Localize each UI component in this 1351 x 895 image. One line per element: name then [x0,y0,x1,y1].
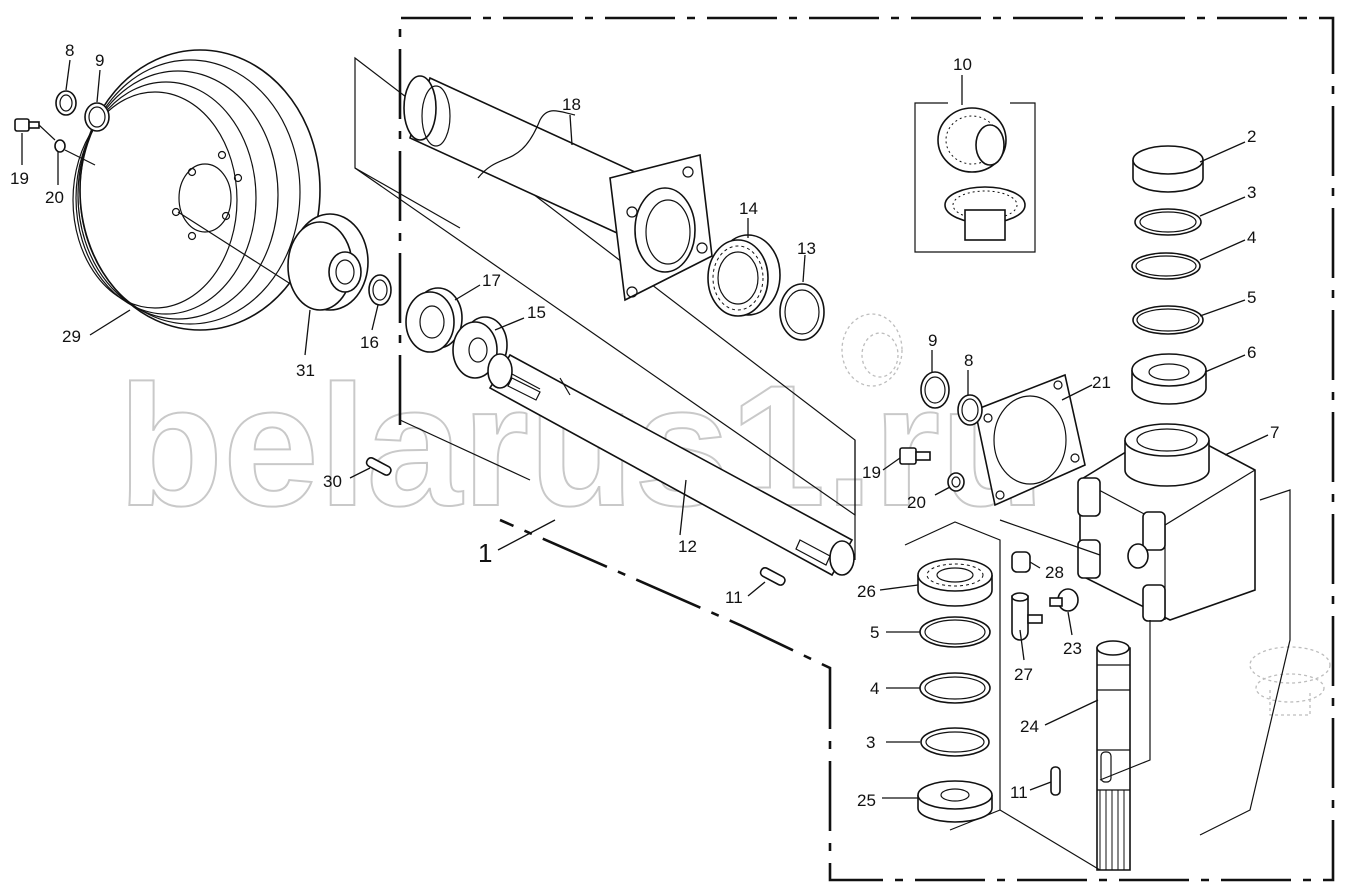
lower-ring-stack [904,521,1001,831]
callout-9-right: 9 [928,331,937,350]
key-30 [365,456,392,476]
callout-20-right: 20 [907,493,926,512]
leader-lines [21,59,1269,799]
gasket-21 [974,373,1086,507]
callout-12: 12 [678,537,697,556]
bearing-17 [405,287,463,353]
ghost-bevel-gear-lower [1249,646,1331,716]
bearing-14 [707,234,781,317]
shaft-housing-tube [403,75,713,302]
right-ring-stack [1131,145,1207,405]
callout-11-vertical: 11 [1010,783,1028,802]
callout-4-lower: 4 [870,679,879,698]
right-circlip-and-ring [920,371,983,426]
callout-16: 16 [360,333,379,352]
housing-outline-plane [999,489,1291,871]
callout-9-left: 9 [95,51,104,70]
callout-19-left: 19 [10,169,29,188]
callout-23: 23 [1063,639,1082,658]
right-bolt-and-washer [899,447,965,492]
callout-2: 2 [1247,127,1256,146]
callout-4-upper: 4 [1247,228,1256,247]
ring-13 [779,283,825,341]
drive-pulley [72,49,321,331]
callout-5-upper: 5 [1247,288,1256,307]
callout-3-lower: 3 [866,733,875,752]
key-11-shaft [759,566,786,586]
callout-8-right: 8 [964,351,973,370]
callout-29: 29 [62,327,81,346]
callout-18: 18 [562,95,581,114]
main-shaft [487,353,855,577]
callout-1: 1 [478,538,492,568]
gearbox-housing [1077,423,1256,622]
watermark-text: belarus1.ru [118,350,1045,542]
callout-19-right: 19 [862,463,881,482]
left-bolt-and-washer [14,118,96,166]
callout-30: 30 [323,472,342,491]
pulley-to-hub-axis [354,167,531,481]
ring-16 [368,274,392,306]
callout-15: 15 [527,303,546,322]
callout-7: 7 [1270,423,1279,442]
callout-5-lower: 5 [870,623,879,642]
assembly-boundary-frame [398,16,1335,882]
callout-10: 10 [953,55,972,74]
callout-25: 25 [857,791,876,810]
callout-28: 28 [1045,563,1064,582]
bevel-gear-pair [914,102,1036,253]
callout-8-left: 8 [65,41,74,60]
callout-13: 13 [797,239,816,258]
callout-11-shaft: 11 [725,588,743,607]
callout-3-upper: 3 [1247,183,1256,202]
pulley-hub [287,213,369,311]
key-11-vertical [1050,766,1061,796]
callout-20-left: 20 [45,188,64,207]
callout-31: 31 [296,361,315,380]
callout-17: 17 [482,271,501,290]
callout-27: 27 [1014,665,1033,684]
left-circlip-and-ring [55,90,110,132]
breather-fittings [1011,551,1079,641]
callout-26: 26 [857,582,876,601]
callout-labels: 1 2 3 4 5 6 7 8 8 9 9 10 11 11 12 13 14 … [10,41,1279,810]
ghost-bevel-gear [841,313,903,387]
callout-6: 6 [1247,343,1256,362]
callout-14: 14 [739,199,758,218]
callout-24: 24 [1020,717,1039,736]
vertical-output-shaft [1096,640,1131,871]
callout-21: 21 [1092,373,1111,392]
